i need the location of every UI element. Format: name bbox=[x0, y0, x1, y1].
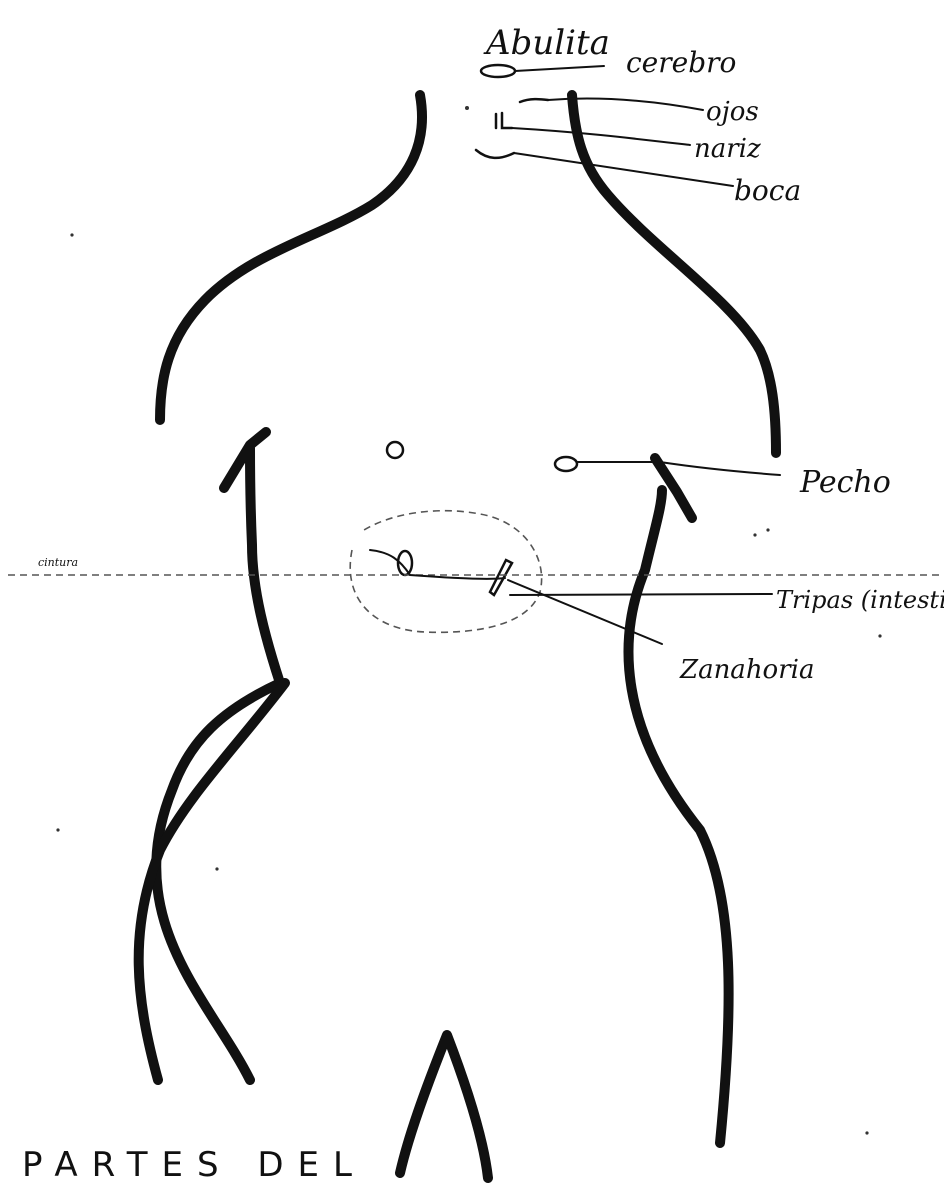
caption-partes-del: PARTES DEL bbox=[22, 1145, 366, 1185]
speck bbox=[215, 867, 218, 870]
label-nariz: nariz bbox=[694, 134, 761, 164]
speck bbox=[766, 528, 769, 531]
leader-tripas-right bbox=[510, 594, 772, 595]
label-cerebro: cerebro bbox=[626, 46, 736, 79]
label-zanahoria: Zanahoria bbox=[679, 655, 814, 685]
leader-tripas bbox=[370, 550, 505, 579]
left-breast bbox=[387, 442, 403, 458]
leader-nariz bbox=[512, 128, 690, 145]
leader-cerebro bbox=[515, 66, 604, 71]
brain-symbol bbox=[481, 65, 515, 77]
intestine-outline bbox=[350, 511, 541, 633]
speck bbox=[753, 533, 756, 536]
left-arm-inner-outline bbox=[156, 432, 280, 1080]
leader-pecho bbox=[577, 462, 780, 475]
label-tripas: Tripas (intestino) bbox=[776, 586, 944, 614]
mouth-mark bbox=[476, 150, 514, 158]
speck bbox=[878, 634, 881, 637]
label-cintura: cintura bbox=[38, 556, 78, 569]
crotch-outline bbox=[400, 1035, 488, 1178]
speck bbox=[56, 828, 59, 831]
neck-left-shoulder-outline bbox=[160, 95, 422, 420]
speck bbox=[865, 1131, 868, 1134]
speck bbox=[70, 233, 73, 236]
speck bbox=[465, 106, 469, 110]
title-abulita: Abulita bbox=[483, 23, 610, 63]
nose-mark bbox=[496, 113, 512, 128]
label-ojos: ojos bbox=[706, 97, 759, 127]
label-boca: boca bbox=[734, 174, 801, 207]
label-pecho: Pecho bbox=[799, 465, 891, 500]
right-breast bbox=[555, 457, 577, 471]
eye-mark bbox=[520, 99, 548, 102]
right-arm-inner-outline bbox=[629, 458, 729, 1143]
